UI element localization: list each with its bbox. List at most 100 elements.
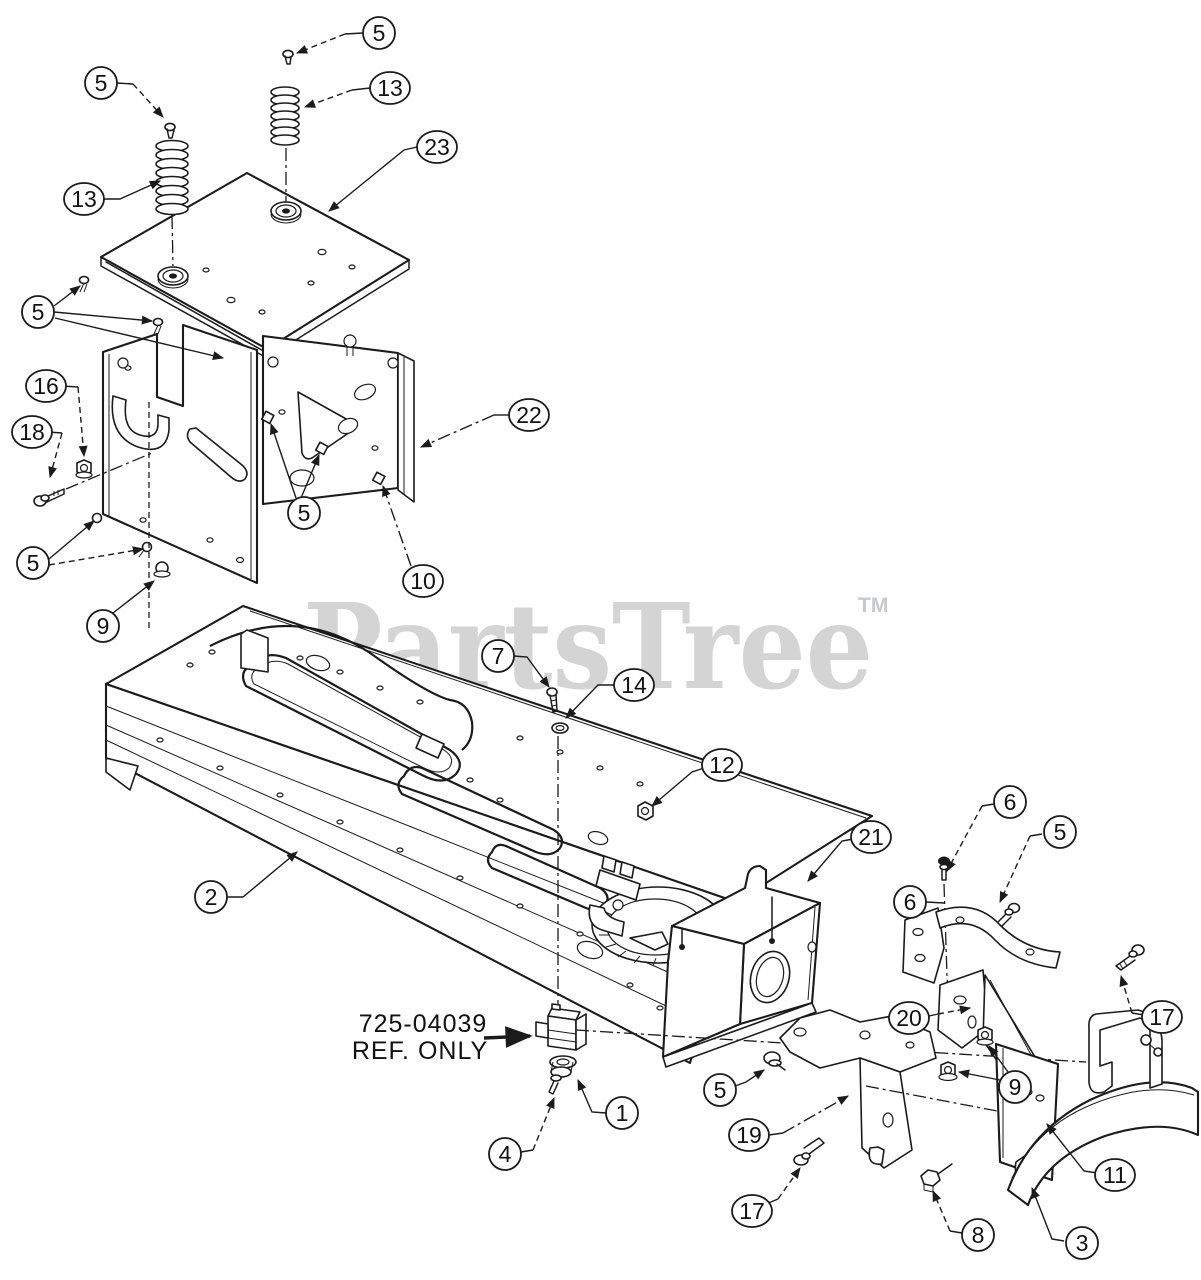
leader-line: [777, 1167, 801, 1200]
ref-part-number: 725-04039: [359, 1010, 488, 1038]
callout-2[interactable]: 2: [194, 851, 298, 914]
balloon-number: 17: [739, 1198, 765, 1224]
balloon-number: 21: [858, 824, 884, 850]
leader-line: [269, 422, 297, 499]
frame: [104, 604, 874, 1065]
balloon: [703, 1073, 737, 1107]
balloon: [16, 546, 50, 580]
leader-line: [48, 546, 145, 566]
balloon-number: 11: [1103, 1162, 1127, 1188]
nut-12: [637, 801, 654, 821]
callout-4[interactable]: 4: [488, 1096, 555, 1171]
callout-13-b[interactable]: 13: [63, 180, 162, 216]
screw-7: [546, 687, 558, 713]
callout-17-a[interactable]: 17: [1119, 974, 1183, 1034]
spring-screw-right: [282, 49, 294, 65]
callout-23[interactable]: 23: [328, 130, 458, 212]
balloon-number: 12: [709, 752, 735, 778]
callout-5-b[interactable]: 5: [84, 66, 164, 118]
panel-slot: [186, 427, 248, 482]
callout-5-a[interactable]: 5: [295, 16, 396, 54]
callout-21[interactable]: 21: [807, 820, 892, 882]
bolt-18: [33, 452, 153, 507]
leader-line: [768, 1132, 784, 1136]
callout-5-e[interactable]: 5: [16, 520, 145, 580]
wire-harness: [209, 624, 474, 751]
balloon-number: 16: [33, 373, 59, 399]
callout-1[interactable]: 1: [577, 1078, 639, 1130]
balloon-number: 5: [95, 70, 108, 96]
callout-9-a[interactable]: 9: [86, 580, 155, 643]
flange-nut: [153, 561, 171, 578]
callout-3[interactable]: 3: [1031, 1186, 1099, 1260]
balloon: [488, 1137, 522, 1171]
balloon: [850, 820, 892, 854]
callout-18[interactable]: 18: [11, 415, 63, 479]
balloon: [21, 295, 55, 329]
centerline: [65, 452, 153, 490]
balloon: [25, 369, 67, 403]
balloon-number: 19: [736, 1122, 762, 1148]
switch-clip: [549, 1055, 577, 1078]
frame-holes: [156, 649, 664, 1011]
callout-17-b[interactable]: 17: [731, 1167, 801, 1228]
leader-line: [54, 317, 225, 361]
callout-6-a[interactable]: 6: [946, 785, 1027, 872]
callout-11[interactable]: 11: [1046, 1123, 1136, 1192]
balloon-number: 13: [377, 75, 403, 101]
frame-foot: [105, 757, 139, 791]
callout-5-d[interactable]: 5: [269, 422, 321, 530]
balloon-number: 4: [499, 1141, 512, 1167]
callout-7[interactable]: 7: [481, 639, 550, 688]
callout-22[interactable]: 22: [419, 398, 550, 448]
callout-9-b[interactable]: 9: [957, 1045, 1032, 1104]
balloon: [402, 564, 444, 598]
callout-6-b[interactable]: 6: [893, 885, 945, 919]
balloon-number: 5: [714, 1077, 727, 1103]
spring-screw-left: [164, 122, 176, 139]
callout-13-a[interactable]: 13: [303, 71, 411, 108]
ref-arrow: [483, 1026, 533, 1048]
frame-tab: [240, 629, 269, 673]
leader-line: [53, 311, 154, 325]
callout-5-g[interactable]: 5: [703, 1069, 765, 1107]
balloon: [893, 885, 927, 919]
callout-12[interactable]: 12: [651, 748, 743, 807]
balloon-number: 17: [1149, 1004, 1175, 1030]
balloon: [416, 130, 458, 164]
leader-line: [513, 655, 550, 688]
callout-16[interactable]: 16: [25, 369, 88, 458]
leader-line: [937, 1005, 972, 1015]
leader-line: [949, 1230, 963, 1234]
callout-8[interactable]: 8: [932, 1189, 995, 1252]
balloon: [508, 398, 550, 432]
washer-14: [551, 722, 569, 950]
callout-5-c[interactable]: 5: [21, 285, 225, 361]
balloon: [961, 1218, 995, 1252]
callout-20[interactable]: 20: [888, 1001, 972, 1035]
balloon: [613, 668, 655, 702]
grommet: [157, 266, 189, 289]
callout-10[interactable]: 10: [382, 484, 444, 598]
leader-line: [227, 851, 298, 898]
balloon-number: 5: [373, 20, 386, 46]
carriage-bolt-5: [763, 1051, 786, 1071]
balloon-number: 14: [621, 672, 647, 698]
balloon-number: 3: [1076, 1230, 1089, 1256]
balloon: [369, 71, 411, 105]
callout-14[interactable]: 14: [565, 668, 655, 719]
leader-line: [382, 484, 412, 567]
leader-line: [77, 386, 88, 458]
leader-line: [53, 285, 81, 307]
balloon: [63, 182, 105, 216]
balloon-number: 6: [1004, 789, 1017, 815]
balloon-number: 5: [1054, 819, 1067, 845]
balloon: [481, 639, 515, 673]
balloon: [998, 1070, 1032, 1104]
callout-5-f[interactable]: 5: [999, 815, 1077, 904]
panel-slot: [111, 395, 170, 451]
leader-line: [351, 87, 371, 91]
balloon-number: 6: [904, 889, 917, 915]
callout-19[interactable]: 19: [728, 1095, 849, 1152]
leader-line: [295, 33, 346, 54]
